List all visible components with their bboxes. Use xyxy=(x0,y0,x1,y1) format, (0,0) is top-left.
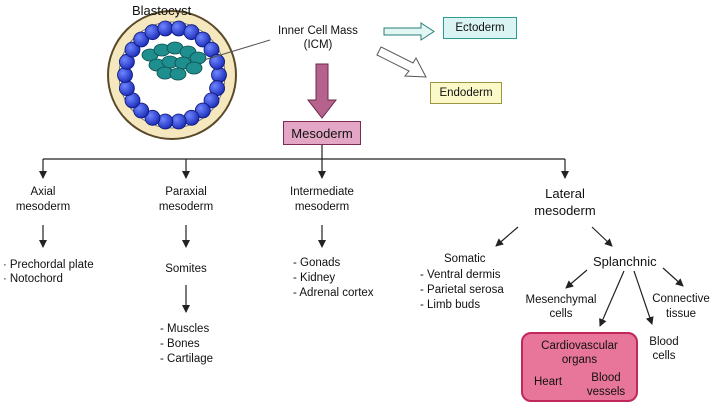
splanchnic-title: Splanchnic xyxy=(593,254,657,269)
trophoblast-cell xyxy=(209,53,226,70)
trophoblast-cell xyxy=(133,102,150,119)
splanchnic-arrow xyxy=(591,226,613,247)
trophoblast-cell xyxy=(211,67,227,83)
blood-cells-label-line1: Blood xyxy=(649,336,679,348)
mesenchymal-label-line1: Mesenchymal xyxy=(525,294,597,306)
heart-label: Heart xyxy=(534,376,563,388)
trophoblast-cells xyxy=(117,20,227,130)
trophoblast-cell xyxy=(183,24,200,41)
cardiovascular-arrow xyxy=(599,270,625,327)
somatic-title: Somatic xyxy=(444,253,486,265)
trophoblast-cell xyxy=(144,109,161,126)
inner-cell-mass-cells xyxy=(141,41,207,81)
trophoblast-cell xyxy=(117,67,133,83)
somatic-item-limb-buds: - Limb buds xyxy=(420,299,481,311)
icm-pointer-line xyxy=(203,39,271,61)
paraxial-label-line2: mesoderm xyxy=(158,201,214,213)
axial-item-prechordal: ·Prechordal plate xyxy=(3,259,94,271)
cardiovascular-label-line2: organs xyxy=(561,354,598,366)
mesenchymal-arrow xyxy=(565,269,588,289)
paraxial-item-muscles: - Muscles xyxy=(160,323,210,335)
blood-vessels-label-line2: vessels xyxy=(586,386,626,398)
somatic-item-parietal-serosa: - Parietal serosa xyxy=(420,284,504,296)
somatic-item-ventral-dermis: - Ventral dermis xyxy=(420,269,501,281)
trophoblast-cell xyxy=(157,20,174,37)
blastocyst-illustration xyxy=(107,10,271,140)
trophoblast-cell xyxy=(203,92,220,109)
blastocyst-title: Blastocyst xyxy=(132,3,192,18)
axial-label-line2: mesoderm xyxy=(15,201,71,213)
connective-arrow xyxy=(662,267,684,287)
intermediate-item-adrenal-cortex: - Adrenal cortex xyxy=(293,287,374,299)
icm-cell xyxy=(185,61,203,75)
icm-cell xyxy=(169,67,187,81)
somatic-arrow xyxy=(495,226,519,247)
somites-label: Somites xyxy=(165,263,207,275)
mesoderm-arrow xyxy=(306,63,338,119)
mesoderm-box: Mesoderm xyxy=(283,121,361,145)
paraxial-label-line1: Paraxial xyxy=(165,186,207,198)
icm-label-line2: (ICM) xyxy=(303,39,333,51)
intermediate-item-kidney: - Kidney xyxy=(293,272,336,284)
ectoderm-arrow xyxy=(383,22,435,41)
intermediate-label-line1: Intermediate xyxy=(290,186,354,198)
icm-label-line1: Inner Cell Mass xyxy=(278,25,358,37)
trophoblast-cell xyxy=(119,80,135,97)
paraxial-item-cartilage: - Cartilage xyxy=(160,353,214,365)
lateral-label-line2: mesoderm xyxy=(534,203,596,218)
axial-label-line1: Axial xyxy=(30,186,56,198)
cardiovascular-organs-box: Cardiovascular organs Heart Blood vessel… xyxy=(521,332,638,402)
endoderm-box: Endoderm xyxy=(430,82,502,104)
blood-cells-arrow xyxy=(633,270,654,325)
mesenchymal-label-line2: cells xyxy=(549,308,573,320)
trophoblast-cell xyxy=(170,113,187,130)
cardiovascular-label-line1: Cardiovascular xyxy=(541,340,618,352)
ectoderm-box: Ectoderm xyxy=(443,17,517,39)
trophoblast-cell xyxy=(133,31,150,48)
connective-label-line1: Connective xyxy=(652,293,710,305)
connective-label-line2: tissue xyxy=(665,308,697,320)
trophoblast-cell xyxy=(124,41,141,58)
blood-vessels-label-line1: Blood xyxy=(591,372,621,384)
paraxial-item-bones: - Bones xyxy=(160,338,200,350)
intermediate-item-gonads: - Gonads xyxy=(293,257,341,269)
lateral-label-line1: Lateral xyxy=(545,186,585,201)
intermediate-label-line2: mesoderm xyxy=(294,201,350,213)
axial-item-notochord: ·Notochord xyxy=(3,273,63,285)
endoderm-arrow xyxy=(376,46,427,78)
trophoblast-cell xyxy=(194,31,211,48)
blood-cells-label-line2: cells xyxy=(652,350,676,362)
trophoblast-cell xyxy=(194,102,211,119)
